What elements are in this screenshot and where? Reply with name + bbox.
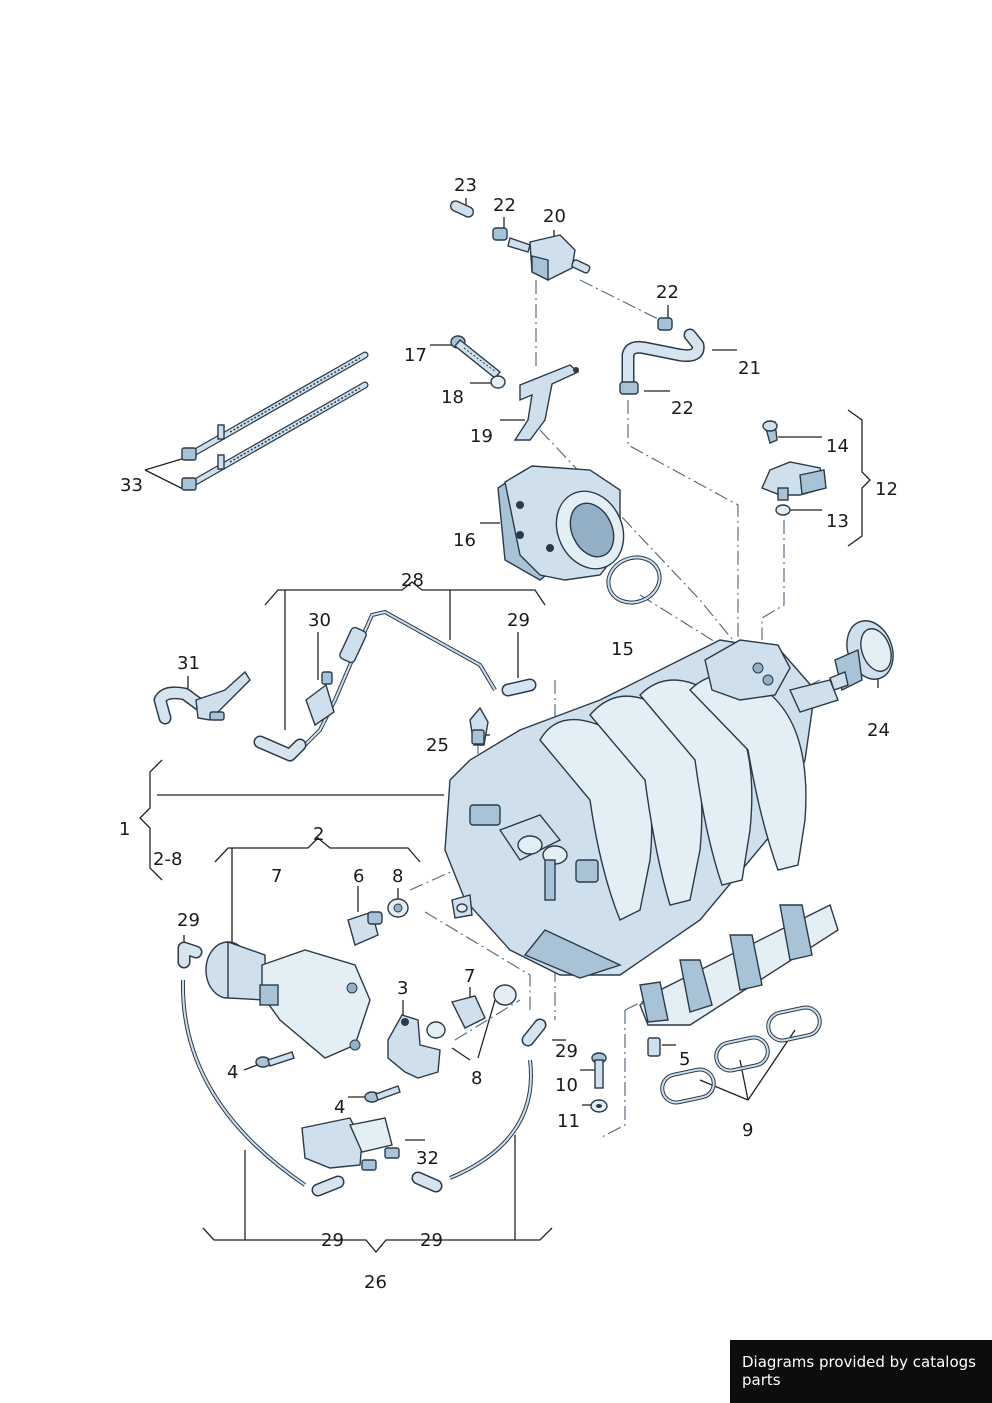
- label-24: 24: [867, 720, 890, 741]
- throttle-body: [497, 465, 625, 581]
- actuator-group: [205, 898, 409, 1059]
- part-labels: 23 22 20 22 17 21 18 22 19 14 33 12 16 1…: [119, 175, 898, 1293]
- label-29: 29: [321, 1230, 344, 1251]
- intake-manifold: [444, 639, 839, 1026]
- check-valve: [469, 706, 489, 746]
- vacuum-cap: [829, 620, 894, 692]
- label-10: 10: [555, 1075, 578, 1096]
- label-26: 26: [364, 1272, 387, 1293]
- bracket-group: [450, 335, 580, 441]
- label-4: 4: [227, 1062, 238, 1083]
- gaskets: [660, 1005, 822, 1105]
- label-22: 22: [671, 398, 694, 419]
- vacuum-line-group: [153, 609, 537, 762]
- label-1: 1: [119, 819, 130, 840]
- label-33: 33: [120, 475, 143, 496]
- label-15: 15: [611, 639, 634, 660]
- label-22: 22: [493, 195, 516, 216]
- label-7: 7: [271, 866, 282, 887]
- sensor-flange-group: [255, 984, 517, 1103]
- label-8: 8: [392, 866, 403, 887]
- solenoid-group: [177, 941, 547, 1197]
- label-29: 29: [555, 1041, 578, 1062]
- label-23: 23: [454, 175, 477, 196]
- label-7: 7: [464, 966, 475, 987]
- label-2-8: 2-8: [153, 849, 182, 870]
- label-8: 8: [471, 1068, 482, 1089]
- leader-lines: [157, 198, 879, 1141]
- label-6: 6: [353, 866, 364, 887]
- label-22: 22: [656, 282, 679, 303]
- brackets: [139, 409, 871, 1254]
- fasteners-right: [590, 1037, 661, 1113]
- label-21: 21: [738, 358, 761, 379]
- label-17: 17: [404, 345, 427, 366]
- label-31: 31: [177, 653, 200, 674]
- label-29: 29: [177, 910, 200, 931]
- label-4: 4: [334, 1097, 345, 1118]
- credit-text: Diagrams provided by catalogs parts: [742, 1353, 976, 1389]
- credit-banner: Diagrams provided by catalogs parts: [730, 1340, 992, 1403]
- pressure-sensor-group: [761, 420, 827, 516]
- label-2: 2: [313, 824, 324, 845]
- label-29: 29: [507, 610, 530, 631]
- label-11: 11: [557, 1111, 580, 1132]
- label-32: 32: [416, 1148, 439, 1169]
- label-20: 20: [543, 206, 566, 227]
- vent-valve-group: [449, 200, 591, 282]
- label-18: 18: [441, 387, 464, 408]
- label-12: 12: [875, 479, 898, 500]
- label-3: 3: [397, 978, 408, 999]
- label-16: 16: [453, 530, 476, 551]
- label-28: 28: [401, 570, 424, 591]
- vent-hose-group: [619, 317, 705, 395]
- label-19: 19: [470, 426, 493, 447]
- label-29: 29: [420, 1230, 443, 1251]
- label-9: 9: [742, 1120, 753, 1141]
- label-5: 5: [679, 1049, 690, 1070]
- label-14: 14: [826, 436, 849, 457]
- label-25: 25: [426, 735, 449, 756]
- cable-tie-pair: [181, 351, 369, 491]
- label-13: 13: [826, 511, 849, 532]
- label-30: 30: [308, 610, 331, 631]
